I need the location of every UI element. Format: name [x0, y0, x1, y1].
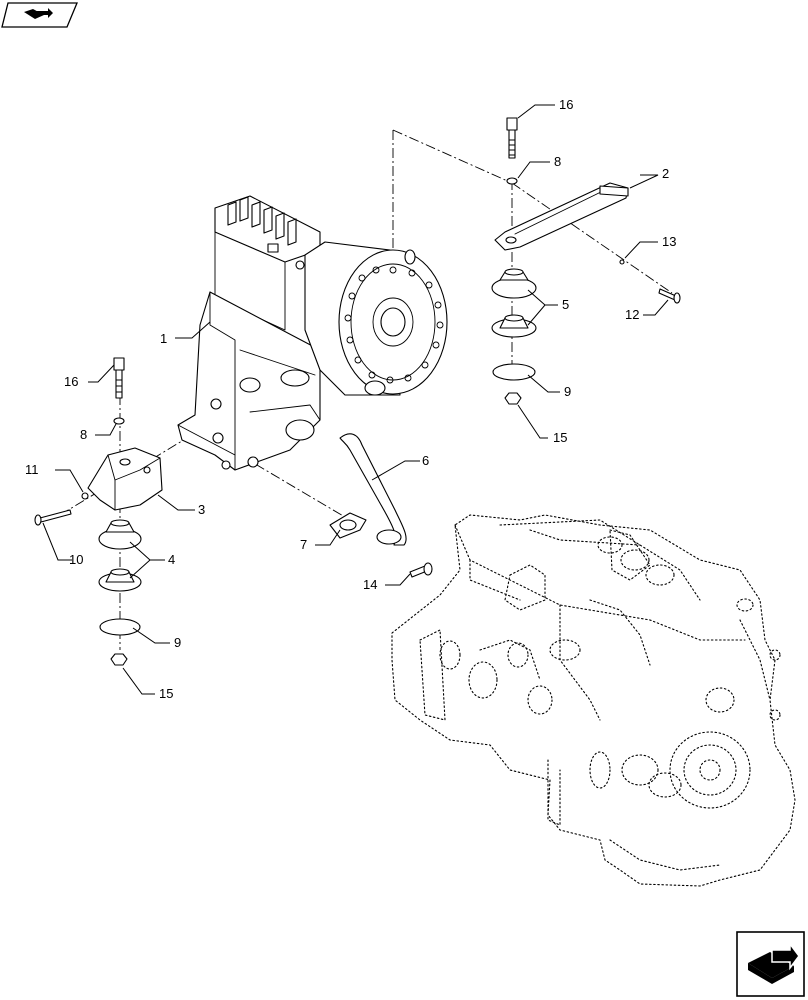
callout-16b: 16	[64, 374, 78, 389]
callout-1: 1	[160, 331, 167, 346]
upper-plate	[492, 363, 536, 381]
screw	[409, 562, 433, 578]
side-bolt	[619, 259, 681, 304]
callout-9a: 9	[564, 384, 571, 399]
callout-16a: 16	[559, 97, 573, 112]
lower-washer	[113, 417, 125, 425]
engine-phantom	[391, 514, 796, 887]
callout-12: 12	[625, 307, 639, 322]
lower-bolt	[113, 357, 125, 399]
book-arrow-icon[interactable]	[736, 931, 805, 997]
lower-mount-bracket	[87, 447, 163, 511]
leader-lines	[42, 104, 669, 695]
callout-10: 10	[69, 552, 83, 567]
callout-5: 5	[562, 297, 569, 312]
upper-washer	[506, 177, 518, 185]
lower-rubber-mounts	[98, 519, 142, 592]
callout-3: 3	[198, 502, 205, 517]
callout-15a: 15	[553, 430, 567, 445]
callout-14: 14	[363, 577, 377, 592]
callout-9b: 9	[174, 635, 181, 650]
callout-2: 2	[662, 166, 669, 181]
lower-plate	[99, 618, 141, 636]
lower-side-bolt	[34, 492, 89, 526]
lower-nut	[110, 653, 128, 666]
callout-15b: 15	[159, 686, 173, 701]
callout-8a: 8	[554, 154, 561, 169]
callout-11: 11	[25, 462, 39, 477]
callout-8b: 8	[80, 427, 87, 442]
transmission-assembly	[177, 195, 448, 471]
book-arrow-icon[interactable]	[1, 2, 78, 28]
hose	[339, 433, 407, 546]
callout-4: 4	[168, 552, 175, 567]
upper-bolt	[506, 117, 518, 159]
upper-nut	[504, 392, 522, 405]
callout-labels: 1 2 3 4 5 6 7 8 8 9 9 10 11 12 13 14 15 …	[25, 97, 676, 701]
gasket	[329, 512, 367, 539]
upper-mount-bracket	[494, 182, 629, 251]
callout-13: 13	[662, 234, 676, 249]
callout-6: 6	[422, 453, 429, 468]
upper-rubber-mounts	[491, 268, 537, 338]
callout-7: 7	[300, 537, 307, 552]
